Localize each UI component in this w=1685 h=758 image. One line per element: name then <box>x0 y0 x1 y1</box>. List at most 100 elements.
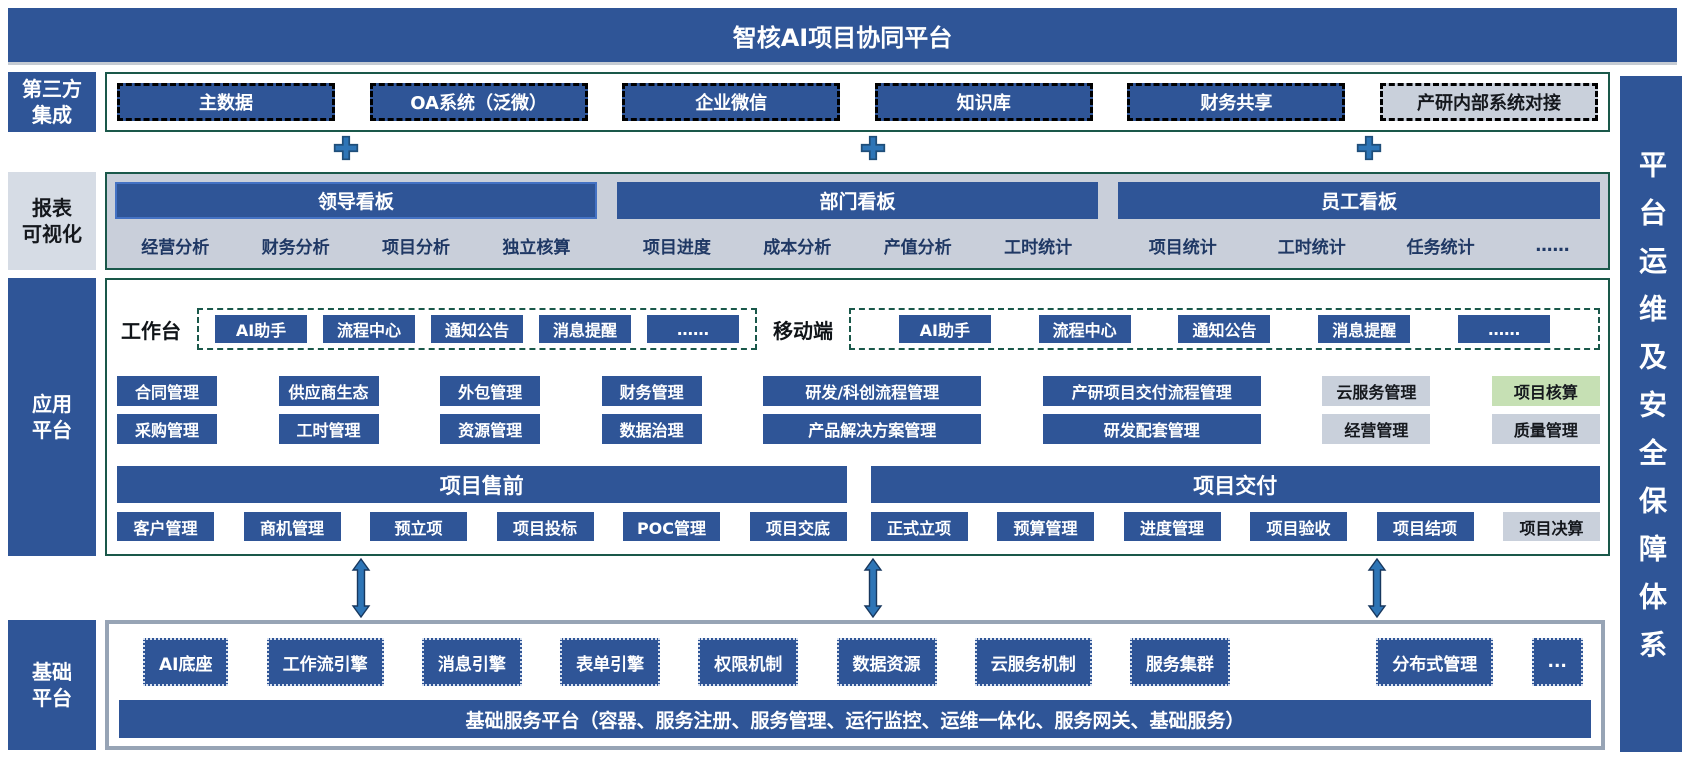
workbench-item: 消息提醒 <box>539 315 631 343</box>
plus-icon <box>859 134 887 166</box>
phase-item: 项目验收 <box>1250 512 1347 541</box>
module: 产品解决方案管理 <box>763 414 982 444</box>
integration-item: 知识库 <box>874 83 1093 121</box>
plus-icon <box>1355 134 1383 166</box>
workbench-item: 流程中心 <box>323 315 415 343</box>
board-item: 经营分析 <box>141 238 210 258</box>
workbench-label: 工作台 <box>121 318 181 343</box>
phase-item: 预立项 <box>370 512 467 541</box>
module: 研发/科创流程管理 <box>763 376 982 406</box>
module: 工时管理 <box>278 414 379 444</box>
foundation-item: ... <box>1531 638 1583 686</box>
workbench-row: 工作台 AI助手 流程中心 通知公告 消息提醒 …… 移动端 AI助手 流程中心… <box>117 308 1600 350</box>
foundation-item: 权限机制 <box>698 638 799 686</box>
integration-section: 主数据 OA系统（泛微） 企业微信 知识库 财务共享 产研内部系统对接 <box>105 72 1610 132</box>
section-label-reports: 报表 可视化 <box>8 172 96 270</box>
reports-section: 领导看板 经营分析 财务分析 项目分析 独立核算 部门看板 项目进度 成本分析 … <box>105 172 1610 270</box>
board-item: 项目统计 <box>1148 238 1217 258</box>
board-item: 成本分析 <box>763 238 832 258</box>
board-header: 员工看板 <box>1118 182 1601 219</box>
board-item: 财务分析 <box>261 238 330 258</box>
mobile-item: 流程中心 <box>1038 315 1131 343</box>
phase-item: 项目投标 <box>496 512 594 541</box>
up-down-arrow-icon <box>351 557 371 622</box>
workbench-item: AI助手 <box>215 315 307 343</box>
integration-item: 企业微信 <box>622 83 841 121</box>
foundation-item: 工作流引擎 <box>266 638 384 686</box>
board-header: 部门看板 <box>616 182 1099 219</box>
module: 经营管理 <box>1322 414 1431 444</box>
board-items: 项目统计 工时统计 任务统计 …… <box>1118 227 1600 262</box>
module: 供应商生态 <box>278 376 379 406</box>
phase-items: 客户管理 商机管理 预立项 项目投标 POC管理 项目交底 正式立项 预算管理 … <box>117 512 1600 541</box>
board-item: 项目分析 <box>382 238 451 258</box>
presale-items: 客户管理 商机管理 预立项 项目投标 POC管理 项目交底 <box>117 512 847 541</box>
module: 研发配套管理 <box>1042 414 1261 444</box>
plus-icon <box>332 134 360 166</box>
phase-item: 项目结项 <box>1376 512 1474 541</box>
phase-item: POC管理 <box>623 512 720 541</box>
phase-item: 项目交底 <box>749 512 847 541</box>
plus-connector-row <box>105 134 1610 164</box>
foundation-item: 服务集群 <box>1129 638 1230 686</box>
up-down-arrow-icon <box>863 557 883 622</box>
delivery-header: 项目交付 <box>870 466 1600 503</box>
workbench-item: 通知公告 <box>431 315 523 343</box>
mobile-item: …… <box>1458 315 1551 343</box>
foundation-section: AI底座 工作流引擎 消息引擎 表单引擎 权限机制 数据资源 云服务机制 服务集… <box>105 620 1605 750</box>
foundation-item: 表单引擎 <box>560 638 661 686</box>
module: 云服务管理 <box>1322 376 1431 406</box>
board-item: 工时统计 <box>1004 238 1073 258</box>
module: 数据治理 <box>601 414 702 444</box>
presale-header: 项目售前 <box>117 466 847 503</box>
integration-item: OA系统（泛微） <box>369 83 588 121</box>
page-title: 智核AI项目协同平台 <box>8 8 1677 62</box>
spacer <box>1268 662 1338 663</box>
board-items: 经营分析 财务分析 项目分析 独立核算 <box>115 227 597 262</box>
board-item: …… <box>1535 235 1570 256</box>
module-row-2: 采购管理 工时管理 资源管理 数据治理 产品解决方案管理 研发配套管理 经营管理… <box>117 414 1600 444</box>
phase-item: 商机管理 <box>243 512 341 541</box>
foundation-item: 消息引擎 <box>421 638 522 686</box>
arrow-connector-row <box>105 557 1610 619</box>
mobile-item: 通知公告 <box>1178 315 1271 343</box>
section-label-integration: 第三方 集成 <box>8 72 96 132</box>
mobile-item: 消息提醒 <box>1318 315 1411 343</box>
application-section: 工作台 AI助手 流程中心 通知公告 消息提醒 …… 移动端 AI助手 流程中心… <box>105 278 1610 556</box>
phase-headers: 项目售前 项目交付 <box>117 466 1600 503</box>
up-down-arrow-icon <box>1367 557 1387 622</box>
module: 质量管理 <box>1491 414 1600 444</box>
integration-item: 财务共享 <box>1127 83 1346 121</box>
foundation-item: 分布式管理 <box>1376 638 1494 686</box>
phase-item: 正式立项 <box>870 512 968 541</box>
delivery-items: 正式立项 预算管理 进度管理 项目验收 项目结项 项目决算 <box>870 512 1600 541</box>
phase-item: 客户管理 <box>117 512 214 541</box>
board-item: 项目进度 <box>642 238 711 258</box>
ops-security-sidebar: 平台运维及安全保障体系 <box>1620 76 1682 752</box>
mobile-item: AI助手 <box>898 315 991 343</box>
foundation-items: AI底座 工作流引擎 消息引擎 表单引擎 权限机制 数据资源 云服务机制 服务集… <box>143 638 1583 686</box>
module: 产研项目交付流程管理 <box>1042 376 1261 406</box>
board-header: 领导看板 <box>115 182 597 219</box>
board-item: 产值分析 <box>883 238 952 258</box>
module: 合同管理 <box>117 376 217 406</box>
board-item: 独立核算 <box>502 238 571 258</box>
module: 资源管理 <box>440 414 541 444</box>
workbench-item: …… <box>647 315 739 343</box>
section-label-application: 应用 平台 <box>8 278 96 556</box>
mobile-group: AI助手 流程中心 通知公告 消息提醒 …… <box>849 308 1600 350</box>
board-items: 项目进度 成本分析 产值分析 工时统计 <box>617 227 1099 262</box>
phase-item: 进度管理 <box>1123 512 1221 541</box>
module: 项目核算 <box>1491 376 1600 406</box>
workbench-group: AI助手 流程中心 通知公告 消息提醒 …… <box>197 308 757 350</box>
base-services-bar: 基础服务平台（容器、服务注册、服务管理、运行监控、运维一体化、服务网关、基础服务… <box>119 700 1591 738</box>
foundation-item: AI底座 <box>143 638 229 686</box>
section-label-foundation: 基础 平台 <box>8 620 96 750</box>
module-row-1: 合同管理 供应商生态 外包管理 财务管理 研发/科创流程管理 产研项目交付流程管… <box>117 376 1600 406</box>
board-item: 工时统计 <box>1277 238 1346 258</box>
integration-item: 主数据 <box>117 83 335 121</box>
module: 外包管理 <box>440 376 541 406</box>
board-department: 部门看板 项目进度 成本分析 产值分析 工时统计 <box>616 182 1099 262</box>
phase-item: 预算管理 <box>997 512 1094 541</box>
